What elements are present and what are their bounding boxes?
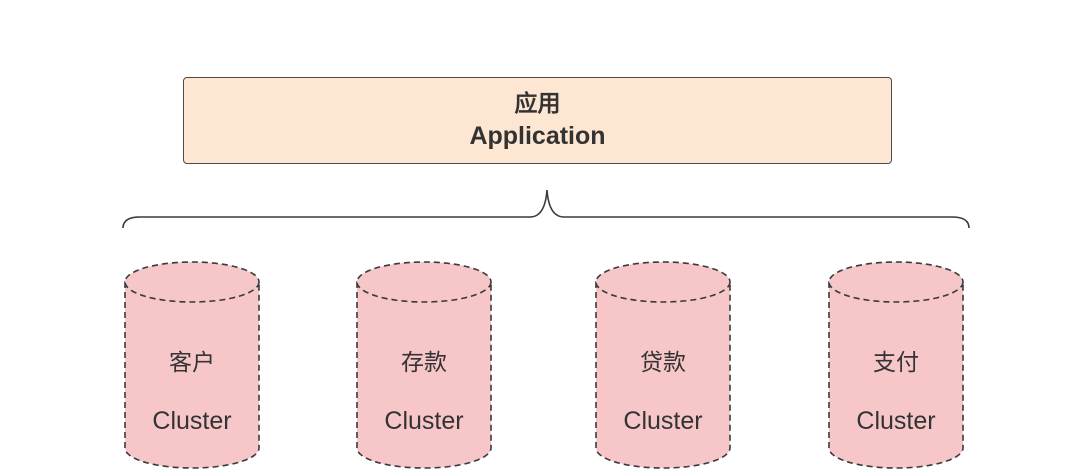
application-subtitle: Application bbox=[469, 121, 606, 150]
cluster-type: Cluster bbox=[856, 407, 935, 435]
cluster-type: Cluster bbox=[384, 407, 463, 435]
cluster-cylinder-loan: 贷款 Cluster bbox=[595, 261, 731, 469]
cluster-name: 贷款 bbox=[640, 350, 686, 376]
cluster-cylinder-deposit: 存款 Cluster bbox=[356, 261, 492, 469]
cluster-name: 存款 bbox=[401, 350, 447, 376]
cluster-cylinder-payment: 支付 Cluster bbox=[828, 261, 964, 469]
cluster-cylinder-customer: 客户 Cluster bbox=[124, 261, 260, 469]
cluster-name: 支付 bbox=[873, 350, 919, 376]
cluster-type: Cluster bbox=[623, 407, 702, 435]
application-title: 应用 bbox=[514, 90, 561, 117]
cluster-name: 客户 bbox=[169, 350, 215, 376]
curly-brace bbox=[122, 189, 970, 229]
cluster-type: Cluster bbox=[152, 407, 231, 435]
application-box: 应用 Application bbox=[183, 77, 892, 164]
